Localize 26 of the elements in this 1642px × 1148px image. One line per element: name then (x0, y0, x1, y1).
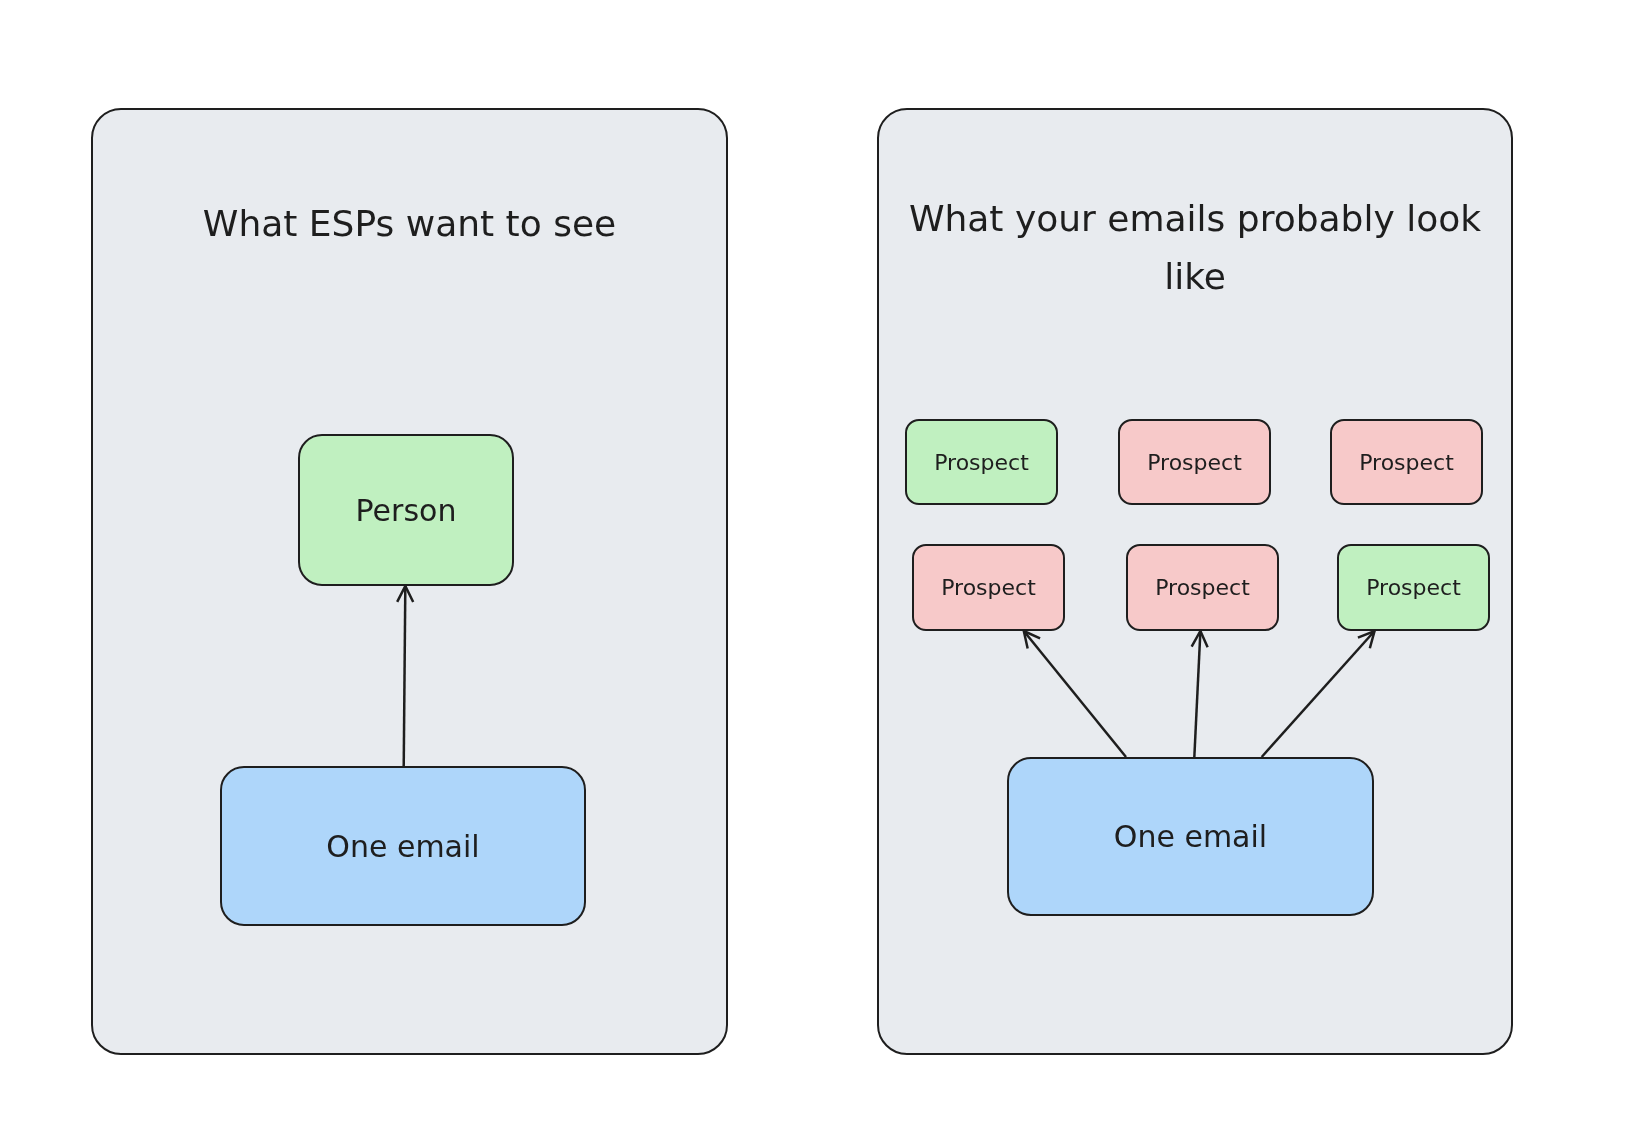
node-label: Prospect (1147, 449, 1242, 475)
panel-title: What ESPs want to see (201, 202, 618, 246)
node-label: One email (326, 828, 480, 864)
node-label: Prospect (1366, 575, 1461, 600)
node-label: Prospect (941, 575, 1036, 600)
prospect-box (1330, 419, 1483, 505)
process-box (220, 766, 586, 926)
node-label: Prospect (934, 449, 1029, 475)
prospect-box (905, 419, 1058, 505)
prospect-box (1118, 419, 1271, 505)
panel-card (877, 108, 1513, 1055)
arrow (395, 584, 415, 766)
process-box (298, 434, 514, 586)
process-box (1007, 757, 1374, 916)
prospect-box (912, 544, 1065, 631)
panel-card (91, 108, 728, 1055)
arrow (1190, 629, 1209, 758)
prospect-box (1126, 544, 1279, 631)
node-label: One email (1113, 819, 1268, 854)
panel-title: What your emails probably look like (907, 197, 1483, 299)
node-label: Person (355, 492, 457, 528)
arrow (1022, 629, 1127, 758)
node-label: Prospect (1155, 575, 1250, 600)
node-label: Prospect (1359, 449, 1454, 475)
prospect-box (1337, 544, 1490, 631)
arrow (1260, 629, 1376, 758)
